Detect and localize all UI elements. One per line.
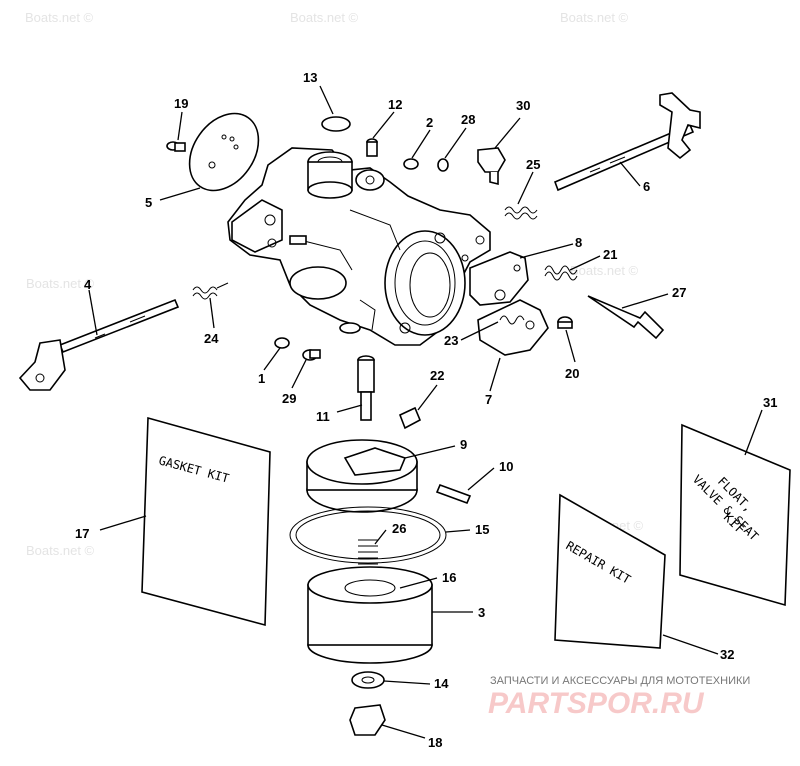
callout-2: 2 <box>426 115 433 130</box>
watermark-text: Boats.net © <box>25 10 94 25</box>
callout-27: 27 <box>672 285 686 300</box>
throttle-shaft-6 <box>553 92 701 192</box>
nut-28 <box>437 158 449 172</box>
callout-4: 4 <box>84 277 92 292</box>
callout-numbers: 1 2 3 4 5 6 7 8 9 10 11 12 13 14 15 16 1… <box>75 70 777 750</box>
callout-23: 23 <box>444 333 458 348</box>
callout-5: 5 <box>145 195 152 210</box>
bowl-gasket-15 <box>289 506 447 564</box>
pin-12 <box>366 138 378 157</box>
float-bowl-3 <box>307 566 433 664</box>
carburetor-body <box>227 147 491 346</box>
gasket-kit-card: GASKET KIT <box>141 416 271 627</box>
spring-26 <box>358 539 378 565</box>
callout-15: 15 <box>475 522 489 537</box>
watermark-text: Boats.net © <box>290 10 359 25</box>
brand-watermark: ЗАПЧАСТИ И АКСЕССУАРЫ ДЛЯ МОТОТЕХНИКИ PA… <box>488 675 750 720</box>
callout-25: 25 <box>526 157 540 172</box>
callout-6: 6 <box>643 179 650 194</box>
callout-11: 11 <box>316 409 330 424</box>
callout-16: 16 <box>442 570 456 585</box>
callout-17: 17 <box>75 526 89 541</box>
mixture-needle-27 <box>587 295 665 340</box>
washer-1 <box>274 337 290 349</box>
spring-23 <box>499 315 525 325</box>
callout-12: 12 <box>388 97 402 112</box>
callout-21: 21 <box>603 247 617 262</box>
elbow-fitting-30 <box>477 147 506 186</box>
callout-30: 30 <box>516 98 530 113</box>
throttle-lever-7 <box>477 299 549 356</box>
leader-lines <box>88 85 763 739</box>
callout-22: 22 <box>430 368 444 383</box>
callout-7: 7 <box>485 392 492 407</box>
callout-18: 18 <box>428 735 442 750</box>
washer-2 <box>403 158 419 170</box>
callout-20: 20 <box>565 366 579 381</box>
choke-shaft-4 <box>18 298 180 391</box>
callout-31: 31 <box>763 395 777 410</box>
washer-14 <box>351 671 385 689</box>
float-pin-10 <box>435 483 472 505</box>
callout-10: 10 <box>499 459 513 474</box>
screw-29 <box>302 349 321 361</box>
brand-tagline: ЗАПЧАСТИ И АКСЕССУАРЫ ДЛЯ МОТОТЕХНИКИ <box>490 675 750 687</box>
drain-screw-18 <box>349 704 386 736</box>
choke-plate <box>188 112 260 192</box>
callout-24: 24 <box>204 331 219 346</box>
callout-13: 13 <box>303 70 317 85</box>
spring-21 <box>544 265 578 281</box>
watermark-text: Boats.net © <box>570 263 639 278</box>
callout-14: 14 <box>434 676 449 691</box>
callout-29: 29 <box>282 391 296 406</box>
float-9 <box>306 439 418 513</box>
callout-32: 32 <box>720 647 734 662</box>
main-nozzle-11 <box>357 355 375 421</box>
callout-8: 8 <box>575 235 582 250</box>
screw-20 <box>557 316 573 329</box>
float-kit-card: FLOAT, VALVE & SEAT KIT <box>679 423 791 607</box>
watermark-text: Boats.net © <box>26 276 95 291</box>
brand-name: PARTSPOR.RU <box>488 687 705 720</box>
spring-24 <box>192 282 229 300</box>
watermark-text: Boats.net © <box>560 10 629 25</box>
welch-plug <box>321 116 351 132</box>
watermark-text: Boats.net © <box>26 543 95 558</box>
throttle-plate-8 <box>469 251 529 306</box>
repair-kit-card: REPAIR KIT <box>554 493 666 649</box>
clip-22 <box>398 406 422 430</box>
callout-3: 3 <box>478 605 485 620</box>
callout-1: 1 <box>258 371 265 386</box>
callout-28: 28 <box>461 112 475 127</box>
callout-9: 9 <box>460 437 467 452</box>
screw-19 <box>166 141 186 152</box>
spring-25 <box>504 206 538 220</box>
callout-26: 26 <box>392 521 406 536</box>
callout-19: 19 <box>174 96 188 111</box>
